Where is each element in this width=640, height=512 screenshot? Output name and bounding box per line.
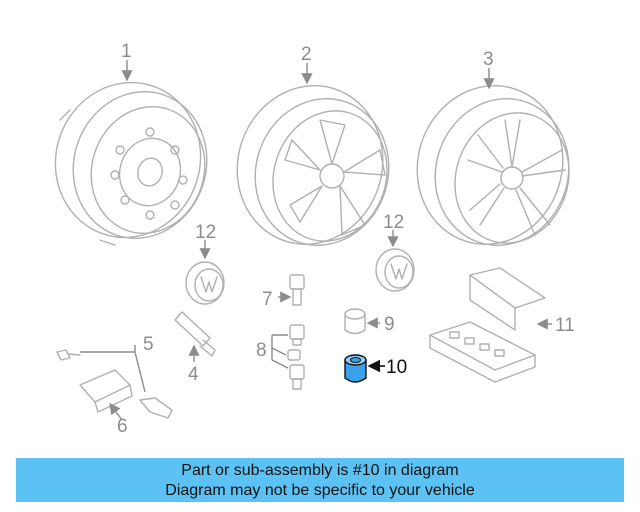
- callout-12-right: 12: [383, 212, 404, 233]
- center-cap-right[interactable]: [375, 248, 415, 292]
- lock-kit-case[interactable]: [429, 267, 546, 383]
- bolt-set[interactable]: [287, 324, 305, 390]
- callout-2: 2: [301, 44, 312, 65]
- callout-11: 11: [555, 315, 575, 336]
- tpms-screw[interactable]: [56, 349, 81, 361]
- callout-9: 9: [384, 314, 395, 335]
- callout-6: 6: [117, 416, 128, 437]
- callout-7: 7: [262, 289, 273, 310]
- callout-3: 3: [483, 49, 494, 70]
- tpms-sensor[interactable]: [79, 369, 133, 413]
- callout-12-left: 12: [195, 222, 216, 243]
- banner-line-1: Part or sub-assembly is #10 in diagram: [181, 462, 459, 479]
- callout-5: 5: [143, 334, 154, 355]
- alloy-wheel-5-spoke[interactable]: [217, 67, 408, 264]
- info-banner: Part or sub-assembly is #10 in diagram D…: [16, 458, 624, 502]
- tpms-valve[interactable]: [139, 397, 173, 419]
- callout-8: 8: [256, 340, 267, 361]
- steel-wheel[interactable]: [35, 64, 225, 257]
- callout-4: 4: [188, 364, 199, 385]
- wheel-bolt[interactable]: [289, 274, 305, 306]
- callout-1: 1: [121, 41, 132, 62]
- lock-nut[interactable]: [344, 308, 366, 335]
- banner-line-2: Diagram may not be specific to your vehi…: [165, 482, 475, 499]
- alloy-wheel-multi-spoke[interactable]: [397, 67, 588, 264]
- center-cap-left[interactable]: [185, 261, 225, 305]
- valve-stem[interactable]: [174, 311, 216, 357]
- part-10-lock-adapter[interactable]: [344, 354, 367, 383]
- callout-10: 10: [386, 357, 407, 378]
- parts-diagram: 1 2 3 12 12: [35, 41, 588, 437]
